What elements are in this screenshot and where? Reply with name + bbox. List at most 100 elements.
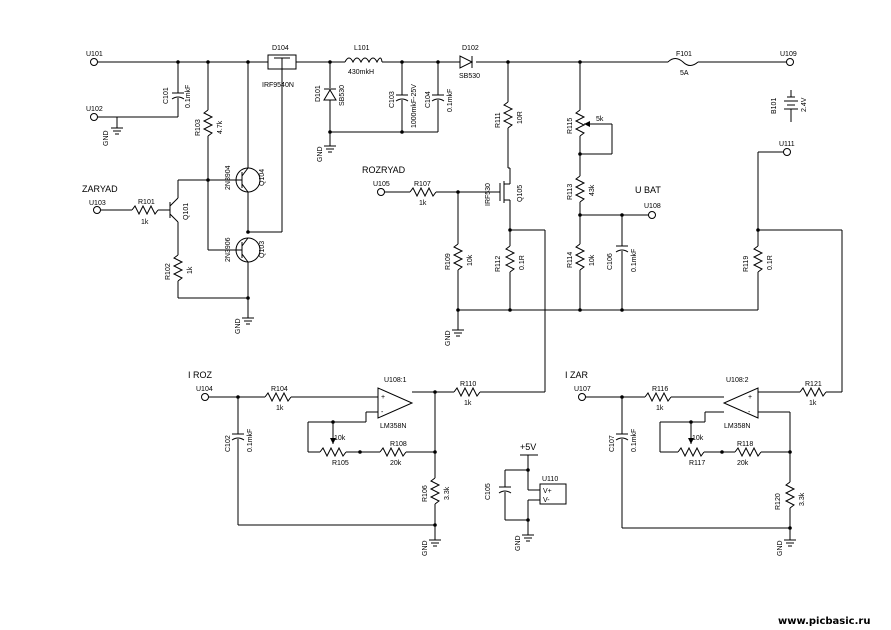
c101-value: 0.1mkF	[185, 85, 192, 108]
c103-value: 1000mkF-25V	[411, 84, 418, 128]
gnd-label-4: GND	[445, 330, 452, 346]
u103-label: U103	[89, 200, 106, 207]
svg-text:V-: V-	[543, 497, 550, 504]
c102-value: 0.1mkF	[247, 429, 254, 452]
u108a-part: LM358N	[380, 423, 406, 430]
u111-label: U111	[779, 141, 795, 148]
c104-label: C104	[425, 91, 432, 108]
q104-part: 2N3904	[225, 165, 232, 190]
q103-label: Q103	[259, 241, 266, 258]
u108-label: U108	[644, 203, 661, 210]
r119-value: 0.1R	[767, 255, 774, 270]
svg-text:+: +	[748, 394, 752, 401]
d101-label: D101	[315, 85, 322, 102]
u109-label: U109	[780, 51, 797, 58]
u107-label: U107	[574, 386, 591, 393]
d102-diode: D102 SB530	[459, 45, 480, 80]
u110-label: U110	[542, 476, 558, 483]
l101-value: 430mkH	[348, 69, 374, 76]
c107-value: 0.1mkF	[631, 429, 638, 452]
c101-label: C101	[163, 87, 170, 104]
d104-mosfet: D104 IRF9540N	[262, 45, 297, 89]
r104-value: 1k	[276, 405, 284, 412]
r105-value: 10k	[334, 435, 346, 442]
zaryad-label: ZARYAD	[82, 184, 118, 194]
gnd-label-5: GND	[422, 540, 429, 556]
r120-value: 3.3k	[799, 492, 806, 506]
q105-part: IRF530	[485, 183, 492, 206]
rozryad-label: ROZRYAD	[362, 165, 406, 175]
d104-label: D104	[272, 45, 289, 52]
r111-label: R111	[495, 112, 502, 128]
gnd-label-6: GND	[515, 535, 522, 551]
b101-value: 2.4V	[801, 97, 808, 112]
voltage-divider: R115 5k R113 43k U BAT U108 R114 10k C10…	[567, 60, 661, 312]
r103-value: 4.7k	[217, 120, 224, 134]
i-zar-amplifier: I ZAR U107 R116 1k C107 0.1mkF + - U108:…	[565, 370, 842, 556]
c104-value: 0.1mkF	[447, 89, 454, 112]
r105-label: R105	[332, 460, 349, 467]
r119-label: R119	[743, 256, 750, 272]
c106-value: 0.1mkF	[631, 249, 638, 272]
i-zar-label: I ZAR	[565, 370, 589, 380]
gnd-label-2: GND	[235, 318, 242, 334]
c107-label: C107	[609, 435, 616, 452]
c102-label: C102	[225, 435, 232, 452]
f101-label: F101	[676, 51, 692, 58]
r115-label: R115	[567, 118, 574, 134]
watermark-text: www.picbasic.ru	[778, 616, 870, 627]
r107-value: 1k	[419, 200, 427, 207]
u102-label: U102	[86, 106, 103, 113]
c106-label: C106	[607, 253, 614, 270]
b101-label: B101	[771, 98, 778, 114]
u108b-label: U108:2	[726, 377, 749, 384]
svg-text:V+: V+	[543, 488, 552, 495]
d101-part: SB530	[339, 85, 346, 106]
driver-stage: R103 4.7k 2N3904 Q104 2N3906 Q103 GND	[178, 60, 283, 334]
r108-label: R108	[390, 441, 407, 448]
l101-label: L101	[354, 45, 370, 52]
u108a-label: U108:1	[384, 377, 407, 384]
i-roz-amplifier: I ROZ U104 R104 1k C102 0.1mkF + - U108:…	[188, 370, 545, 556]
r114-value: 10k	[589, 254, 596, 266]
r107-label: R107	[414, 181, 431, 188]
u101-terminal: U101	[86, 51, 103, 66]
r111-value: 10R	[517, 111, 524, 124]
f101-fuse: F101 5A	[667, 51, 699, 77]
zaryad-input: ZARYAD U103 R101 1k Q101 R102 1k	[82, 179, 208, 298]
gnd-label-3: GND	[317, 146, 324, 162]
r120-label: R120	[775, 493, 782, 510]
rozryad-section: ROZRYAD U105 R107 1k IRF530 Q105 R109 10…	[362, 60, 546, 392]
q101-label: Q101	[183, 203, 190, 220]
c103-label: C103	[389, 91, 396, 108]
r106-label: R106	[422, 485, 429, 502]
r113-value: 43k	[589, 184, 596, 196]
d101-c103-c104: D101 SB530 GND C103 1000mkF-25V C104 0.1…	[315, 60, 454, 162]
u-bat-label: U BAT	[635, 185, 661, 195]
r104-label: R104	[271, 386, 288, 393]
q104-label: Q104	[259, 169, 266, 186]
r113-label: R113	[567, 184, 574, 200]
plus5v-block: +5V C105 U110 V+ V- GND	[485, 442, 567, 551]
r118-label: R118	[737, 441, 753, 448]
r101-value: 1k	[141, 219, 149, 226]
q103-part: 2N3906	[225, 237, 232, 262]
svg-text:+: +	[381, 394, 385, 401]
u104-label: U104	[196, 386, 213, 393]
u109-b101: U109 B101 2.4V	[771, 51, 808, 122]
r121-label: R121	[805, 381, 822, 388]
d102-part: SB530	[459, 73, 480, 80]
r117-value: 10k	[692, 435, 704, 442]
c105-label: C105	[485, 483, 492, 500]
r109-value: 10k	[467, 254, 474, 266]
r112-label: R112	[495, 256, 502, 272]
ground-bus	[456, 308, 758, 312]
r115-value: 5k	[596, 116, 604, 123]
r102-label: R102	[165, 263, 172, 280]
r121-value: 1k	[809, 400, 817, 407]
l101-inductor: L101 430mkH	[344, 45, 383, 76]
r106-value: 3.3k	[444, 486, 451, 500]
u108b-part: LM358N	[724, 423, 750, 430]
